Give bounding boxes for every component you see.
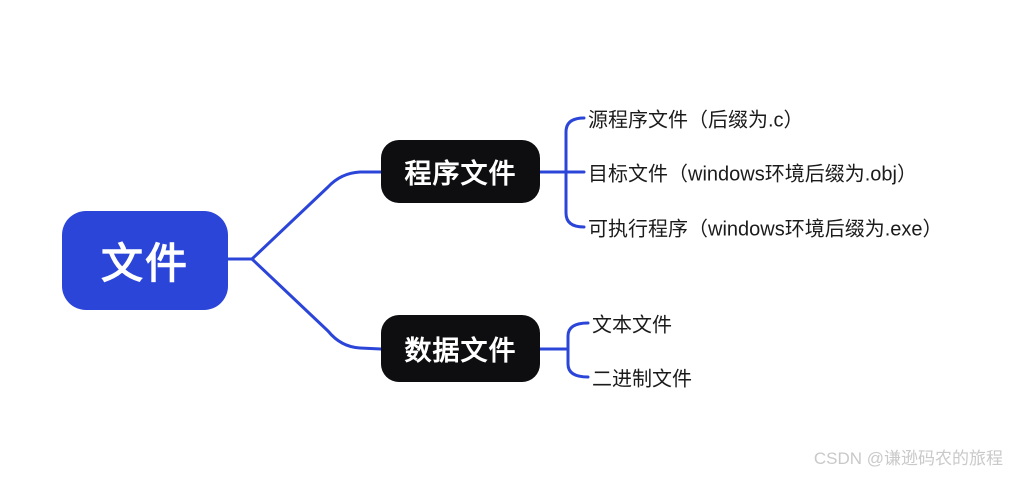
connector-root-to-branch-2 [250, 257, 383, 351]
root-node-file[interactable]: 文件 [62, 211, 228, 310]
leaf-source-program-file[interactable]: 源程序文件（后缀为.c） [588, 109, 804, 132]
leaf-executable-program[interactable]: 可执行程序（windows环境后缀为.exe） [588, 218, 943, 241]
leaf-text-file[interactable]: 文本文件 [592, 314, 672, 337]
branch-node-data-files[interactable]: 数据文件 [381, 315, 540, 382]
branch-node-label: 数据文件 [404, 336, 517, 366]
root-node-label: 文件 [100, 240, 189, 287]
connector-branch-1-bracket [564, 116, 586, 229]
leaf-binary-file[interactable]: 二进制文件 [592, 368, 692, 391]
leaf-object-file[interactable]: 目标文件（windows环境后缀为.obj） [588, 163, 917, 186]
connector-branch-2-bracket [566, 321, 590, 379]
branch-node-program-files[interactable]: 程序文件 [381, 140, 540, 203]
connector-root-to-branch-1 [250, 170, 383, 261]
branch-node-label: 程序文件 [404, 159, 517, 189]
csdn-watermark: CSDN @谦逊码农的旅程 [813, 449, 1003, 468]
